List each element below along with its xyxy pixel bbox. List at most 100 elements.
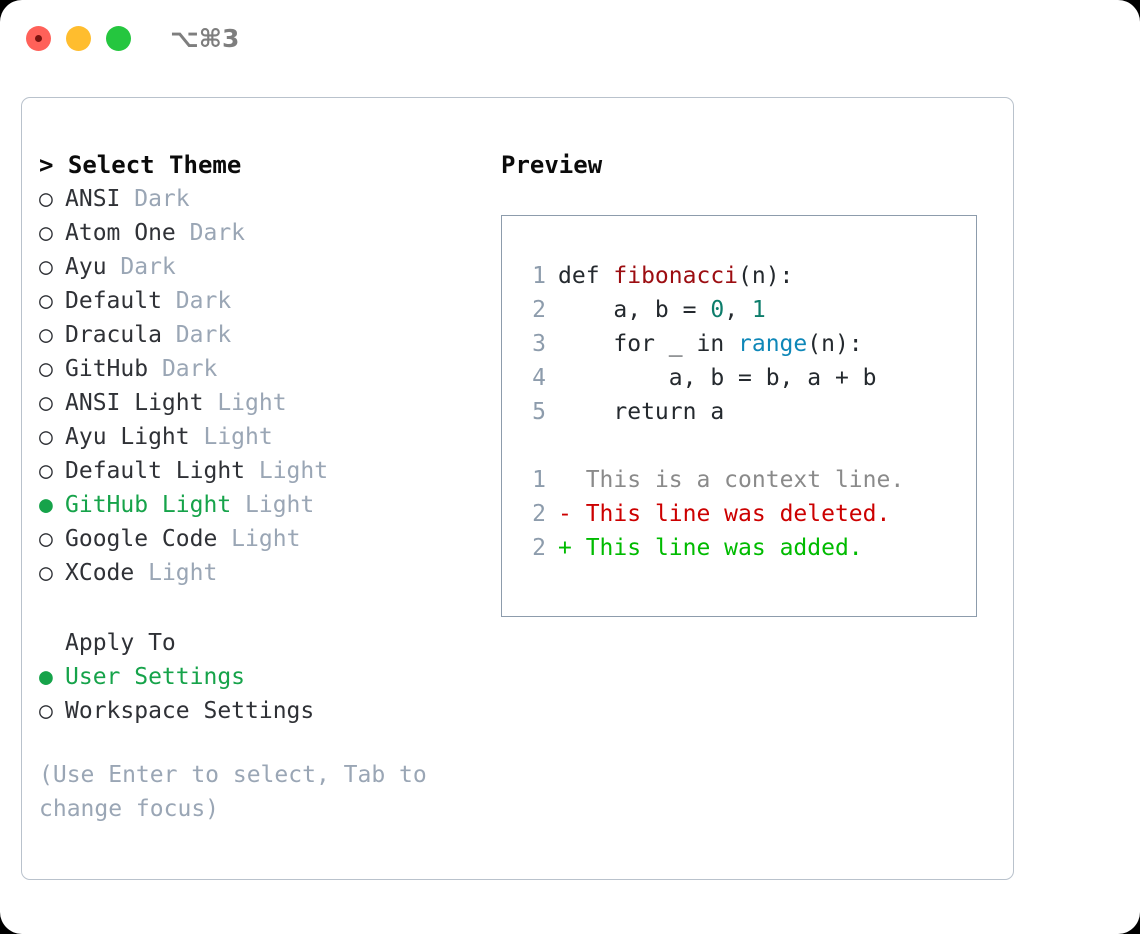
apply-to-item[interactable]: ● User Settings — [39, 660, 479, 694]
theme-name: Default — [65, 288, 162, 314]
close-button[interactable] — [26, 26, 51, 51]
theme-name: Ayu Light — [65, 424, 190, 450]
code-token: 0 — [710, 297, 725, 323]
diff-text: This is a context line. — [571, 467, 905, 493]
radio-unselected-icon[interactable]: ○ — [39, 322, 53, 348]
radio-selected-icon[interactable]: ● — [39, 664, 53, 690]
radio-unselected-icon[interactable]: ○ — [39, 458, 53, 484]
code-line: 2 a, b = 0, 1 — [520, 293, 877, 327]
theme-variant-badge: Dark — [175, 220, 246, 246]
code-line: 5 return a — [520, 395, 877, 429]
code-token: (n): — [807, 331, 863, 357]
theme-list-item[interactable]: ○ XCode Light — [39, 556, 479, 590]
theme-name: ANSI Light — [65, 390, 204, 416]
theme-list-item[interactable]: ○ Atom One Dark — [39, 216, 479, 250]
theme-name: Ayu — [65, 254, 107, 280]
apply-to-list[interactable]: ● User Settings ○ Workspace Settings — [39, 660, 479, 728]
radio-selected-icon[interactable]: ● — [39, 492, 53, 518]
apply-to-label: Workspace Settings — [65, 698, 315, 724]
theme-variant-badge: Dark — [148, 356, 218, 382]
theme-name: ANSI — [65, 186, 121, 212]
line-number: 2 — [532, 535, 546, 561]
apply-to-item[interactable]: ○ Workspace Settings — [39, 694, 479, 728]
radio-unselected-icon[interactable]: ○ — [39, 288, 53, 314]
apply-to-label: User Settings — [65, 664, 246, 690]
radio-unselected-icon[interactable]: ○ — [39, 254, 53, 280]
keyboard-shortcut-label: ⌥⌘3 — [170, 24, 240, 53]
window-controls — [26, 26, 131, 51]
diff-sample: 1 This is a context line. 2- This line wa… — [520, 463, 904, 565]
code-token: a, b = b, a + b — [558, 365, 877, 391]
theme-name: Atom One — [65, 220, 176, 246]
radio-unselected-icon[interactable]: ○ — [39, 356, 53, 382]
line-number: 2 — [532, 501, 546, 527]
line-number: 3 — [532, 331, 546, 357]
theme-list[interactable]: ○ANSI Dark○Atom One Dark○Ayu Dark○Defaul… — [39, 182, 479, 590]
line-number: 1 — [532, 467, 546, 493]
theme-name: Google Code — [65, 526, 218, 552]
radio-unselected-icon[interactable]: ○ — [39, 424, 53, 450]
theme-name: GitHub — [65, 356, 149, 382]
title-bar: ⌥⌘3 — [0, 0, 1140, 78]
diff-line: 2- This line was deleted. — [520, 497, 904, 531]
minimize-button[interactable] — [66, 26, 91, 51]
theme-name: XCode — [65, 560, 135, 586]
theme-selector-column: > Select Theme ○ANSI Dark○Atom One Dark○… — [39, 148, 479, 826]
diff-line: 2 + This line was added. — [520, 531, 904, 565]
theme-name: GitHub Light — [65, 492, 232, 518]
radio-unselected-icon[interactable]: ○ — [39, 560, 53, 586]
code-token: def — [558, 263, 614, 289]
code-token: 1 — [751, 297, 766, 323]
code-token: (n): — [738, 263, 794, 289]
theme-list-item[interactable]: ○ Default Dark — [39, 284, 479, 318]
theme-list-item[interactable]: ○ ANSI Light Light — [39, 386, 479, 420]
theme-variant-badge: Light — [189, 424, 273, 450]
code-token: return a — [558, 399, 725, 425]
select-theme-header: > Select Theme — [39, 151, 242, 179]
theme-list-item[interactable]: ○ GitHub Dark — [39, 352, 479, 386]
theme-list-item[interactable]: ○Dracula Dark — [39, 318, 479, 352]
radio-unselected-icon[interactable]: ○ — [39, 220, 53, 246]
code-token: fibonacci — [613, 263, 739, 289]
diff-marker: + — [558, 535, 572, 561]
theme-list-item[interactable]: ●GitHub Light Light — [39, 488, 479, 522]
theme-list-item[interactable]: ○ Ayu Light Light — [39, 420, 479, 454]
theme-list-item[interactable]: ○Default Light Light — [39, 454, 479, 488]
diff-marker — [558, 467, 572, 493]
diff-text: This line was added. — [571, 535, 863, 561]
spacer — [39, 590, 479, 626]
code-token: for _ in — [558, 331, 739, 357]
code-line: 1 def fibonacci(n): — [520, 259, 877, 293]
theme-variant-badge: Dark — [161, 288, 232, 314]
diff-text: This line was deleted. — [571, 501, 891, 527]
main-panel: > Select Theme ○ANSI Dark○Atom One Dark○… — [21, 97, 1014, 880]
theme-variant-badge: Light — [245, 458, 329, 484]
theme-variant-badge: Light — [134, 560, 218, 586]
code-token: range — [738, 331, 808, 357]
line-number: 2 — [532, 297, 546, 323]
theme-list-item[interactable]: ○Google Code Light — [39, 522, 479, 556]
radio-unselected-icon[interactable]: ○ — [39, 698, 53, 724]
theme-list-item[interactable]: ○ Ayu Dark — [39, 250, 479, 284]
radio-unselected-icon[interactable]: ○ — [39, 526, 53, 552]
code-token: a, b = — [558, 297, 711, 323]
radio-unselected-icon[interactable]: ○ — [39, 390, 53, 416]
theme-variant-badge: Light — [203, 390, 287, 416]
line-number: 4 — [532, 365, 546, 391]
line-number: 1 — [532, 263, 546, 289]
theme-variant-badge: Dark — [106, 254, 176, 280]
keyboard-hint-text: (Use Enter to select, Tab to change focu… — [39, 762, 427, 822]
code-line: 3 for _ in range(n): — [520, 327, 877, 361]
theme-name: Dracula — [65, 322, 162, 348]
apply-to-header: Apply To — [65, 630, 176, 656]
code-line: 4 a, b = b, a + b — [520, 361, 877, 395]
radio-unselected-icon[interactable]: ○ — [39, 186, 53, 212]
preview-title: Preview — [501, 151, 603, 179]
theme-list-item[interactable]: ○ANSI Dark — [39, 182, 479, 216]
maximize-button[interactable] — [106, 26, 131, 51]
line-number: 5 — [532, 399, 546, 425]
